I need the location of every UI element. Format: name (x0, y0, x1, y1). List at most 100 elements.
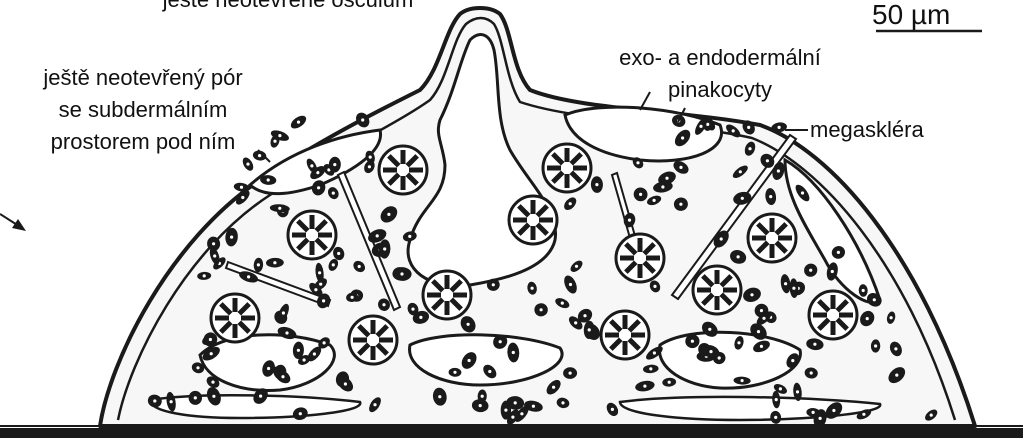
choanocyte-chamber (379, 146, 427, 194)
cell-nucleus (467, 323, 470, 326)
cell-nucleus (775, 398, 778, 401)
label-pore-line2: se subdermálním (8, 98, 278, 122)
cell-nucleus (351, 296, 354, 299)
cell-nucleus (778, 126, 781, 129)
cell-nucleus (831, 270, 834, 273)
cell-nucleus (408, 235, 411, 238)
cell-nucleus (230, 236, 233, 239)
cell-nucleus (373, 403, 376, 406)
label-osculum: ještě neotevřené osculum (118, 0, 458, 12)
cell-nucleus (653, 351, 656, 354)
cell-nucleus (791, 359, 794, 362)
cell-nucleus (873, 298, 876, 301)
cell-nucleus (332, 263, 335, 266)
cell-nucleus (520, 412, 523, 415)
cell-nucleus (812, 411, 815, 414)
cell-nucleus (643, 385, 646, 388)
cell-nucleus (504, 409, 507, 412)
cell-nucleus (895, 374, 898, 377)
cell-nucleus (468, 359, 471, 362)
cell-nucleus (267, 178, 270, 181)
cell-nucleus (574, 321, 577, 324)
cell-nucleus (438, 395, 441, 398)
cell-nucleus (297, 121, 300, 124)
choanocyte-chamber (809, 291, 857, 339)
cell-nucleus (691, 340, 694, 343)
cell-nucleus (297, 349, 300, 352)
cell-nucleus (531, 287, 534, 290)
cell-nucleus (552, 386, 555, 389)
label-pinacocytes-line2: pinakocyty (600, 78, 840, 102)
choanocyte-chamber (423, 271, 471, 319)
cell-nucleus (708, 328, 711, 331)
cell-nucleus (194, 396, 197, 399)
cell-nucleus (170, 400, 173, 403)
cell-nucleus (281, 375, 284, 378)
cell-nucleus (679, 166, 682, 169)
cell-nucleus (499, 340, 502, 343)
cell-nucleus (213, 254, 216, 257)
cell-nucleus (588, 328, 591, 331)
label-pinacocytes-line1: exo- a endodermální (600, 46, 840, 70)
cell-nucleus (679, 203, 682, 206)
cell-nucleus (737, 255, 740, 258)
cell-nucleus (259, 395, 262, 398)
choanocyte-chamber (509, 196, 557, 244)
cell-nucleus (809, 269, 812, 272)
cell-nucleus (653, 285, 656, 288)
arrow-icon (12, 219, 26, 231)
cell-nucleus (819, 417, 822, 420)
cell-nucleus (210, 352, 213, 355)
cell-nucleus (323, 341, 326, 344)
cell-nucleus (668, 381, 671, 384)
cell-nucleus (720, 237, 723, 240)
cell-nucleus (273, 261, 276, 264)
cell-nucleus (333, 163, 336, 166)
cell-nucleus (832, 409, 835, 412)
cell-nucleus (203, 274, 206, 277)
cell-nucleus (211, 381, 214, 384)
cell-nucleus (750, 293, 753, 296)
cell-nucleus (488, 370, 491, 373)
cell-nucleus (649, 367, 652, 370)
cell-nucleus (930, 414, 933, 417)
cell-nucleus (769, 195, 772, 198)
cell-nucleus (748, 147, 751, 150)
choanocyte-chamber (288, 211, 336, 259)
cell-nucleus (862, 289, 865, 292)
cell-nucleus (639, 193, 642, 196)
cell-nucleus (241, 196, 244, 199)
cell-nucleus (665, 177, 668, 180)
cell-nucleus (278, 207, 281, 210)
cell-nucleus (569, 283, 572, 286)
cell-nucleus (760, 309, 763, 312)
cell-nucleus (278, 134, 281, 137)
cell-nucleus (453, 371, 456, 374)
cell-nucleus (894, 347, 897, 350)
cell-nucleus (247, 275, 250, 278)
cell-nucleus (681, 136, 684, 139)
choanocyte-chamber (693, 266, 741, 314)
cell-nucleus (368, 165, 371, 168)
cell-nucleus (303, 358, 306, 361)
cell-nucleus (774, 416, 777, 419)
scale-bar-label: 50 µm (872, 0, 950, 30)
cell-nucleus (332, 192, 335, 195)
cell-nucleus (796, 390, 799, 393)
cell-nucleus (810, 371, 813, 374)
cell-nucleus (240, 186, 243, 189)
cell-nucleus (314, 288, 317, 291)
cell-nucleus (890, 316, 893, 319)
cell-nucleus (874, 344, 877, 347)
cell-nucleus (258, 154, 261, 157)
label-pore-line3: prostorem pod ním (8, 130, 278, 154)
choanocyte-chamber (748, 214, 796, 262)
cell-nucleus (400, 272, 403, 275)
cell-nucleus (569, 372, 572, 375)
cell-nucleus (628, 219, 631, 222)
choanocyte-chamber (616, 234, 664, 282)
cell-nucleus (419, 316, 422, 319)
cell-nucleus (383, 247, 386, 250)
cell-nucleus (361, 118, 364, 121)
